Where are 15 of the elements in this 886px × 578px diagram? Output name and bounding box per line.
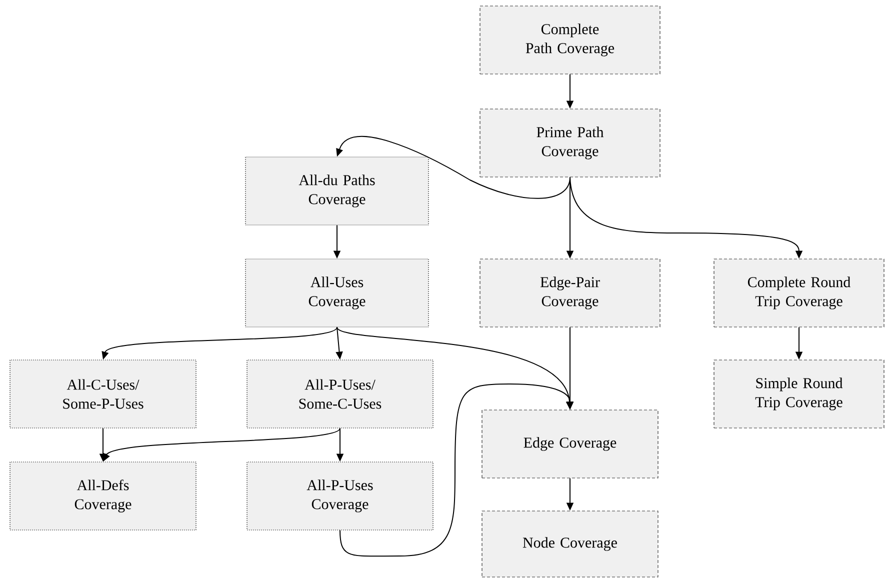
coverage-box: Simple Round Trip Coverage [714,360,884,428]
coverage-box: Edge Coverage [482,410,658,478]
arrow [340,384,574,557]
coverage-box: Node Coverage [482,510,658,578]
arrow [336,136,570,199]
coverage-box: All-Uses Coverage [245,258,429,328]
coverage-box: All-Defs Coverage [10,462,196,530]
coverage-box: All-P-Uses/ Some-C-Uses [246,360,434,428]
coverage-box: Complete Path Coverage [480,6,660,74]
coverage-box: All-P-Uses Coverage [246,462,434,530]
coverage-box: Complete Round Trip Coverage [714,258,884,328]
coverage-box: All-C-Uses/ Some-P-Uses [10,360,196,428]
coverage-box: Edge-Pair Coverage [480,258,660,328]
coverage-box: Prime Path Coverage [480,108,660,178]
coverage-box: All-du Paths Coverage [245,156,429,226]
